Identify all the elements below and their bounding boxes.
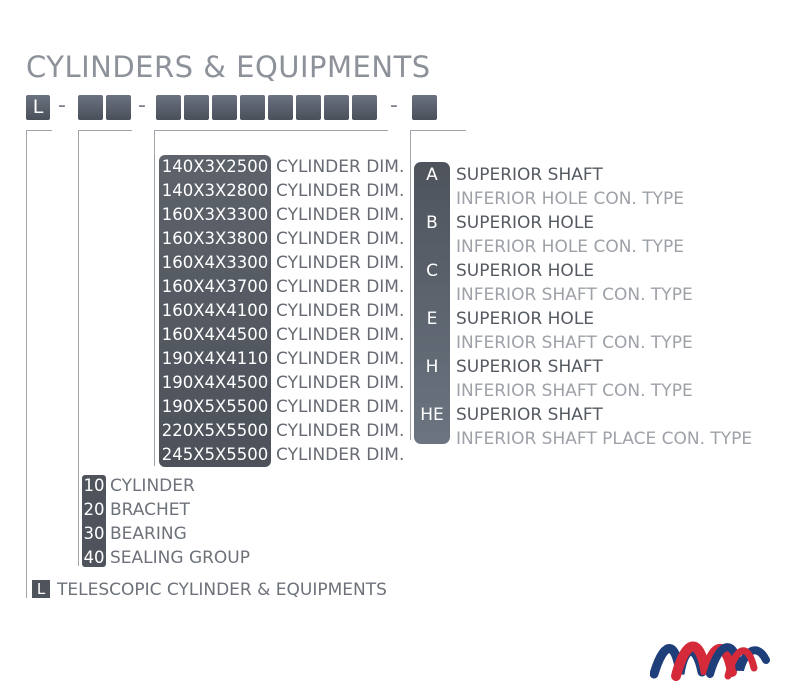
dimension-code: 160X4X3700: [161, 277, 269, 296]
dimension-code: 190X4X4110: [161, 349, 269, 368]
type-superior-label: SUPERIOR HOLE: [456, 309, 595, 329]
dimension-label: CYLINDER DIM.: [276, 421, 405, 441]
group-code: 20: [83, 500, 105, 519]
dimension-label: CYLINDER DIM.: [276, 349, 405, 369]
dimension-code: 140X3X2500: [161, 157, 269, 176]
type-inferior-label: INFERIOR HOLE CON. TYPE: [456, 237, 684, 257]
type-letter: E: [426, 309, 438, 329]
dimension-code: 245X5X5500: [161, 445, 269, 464]
dimension-label: CYLINDER DIM.: [276, 373, 405, 393]
dimension-code: 160X3X3300: [161, 205, 269, 224]
type-inferior-label: INFERIOR SHAFT PLACE CON. TYPE: [456, 429, 753, 449]
group-code: 40: [83, 548, 105, 567]
group-label: BRACHET: [110, 500, 190, 520]
type-superior-label: SUPERIOR HOLE: [456, 213, 595, 233]
dimension-code: 220X5X5500: [161, 421, 269, 440]
code-pattern: L - - -: [26, 95, 446, 120]
type-inferior-label: INFERIOR SHAFT CON. TYPE: [456, 285, 693, 305]
dimension-label: CYLINDER DIM.: [276, 397, 405, 417]
code-separator: -: [390, 93, 398, 118]
groups-panel: [82, 475, 106, 567]
type-inferior-label: INFERIOR SHAFT CON. TYPE: [456, 333, 693, 353]
dimension-label: CYLINDER DIM.: [276, 157, 405, 177]
code-box-dim-5: [268, 95, 293, 120]
code-box-type: [412, 95, 437, 120]
code-box-dim-1: [156, 95, 181, 120]
dimensions-panel: [159, 155, 271, 467]
type-superior-label: SUPERIOR SHAFT: [456, 165, 603, 185]
dimension-code: 160X4X3300: [161, 253, 269, 272]
type-inferior-label: INFERIOR HOLE CON. TYPE: [456, 189, 684, 209]
connector-line: [78, 130, 132, 131]
group-code: 30: [83, 524, 105, 543]
connector-line: [154, 130, 388, 131]
dimension-code: 160X4X4500: [161, 325, 269, 344]
dimension-code: 190X4X4500: [161, 373, 269, 392]
types-panel: [414, 162, 450, 444]
group-label: BEARING: [110, 524, 187, 544]
code-box-dim-2: [184, 95, 209, 120]
code-box-group-2: [106, 95, 131, 120]
dimension-code: 160X4X4100: [161, 301, 269, 320]
code-box-dim-3: [212, 95, 237, 120]
type-superior-label: SUPERIOR SHAFT: [456, 405, 603, 425]
series-label: TELESCOPIC CYLINDER & EQUIPMENTS: [57, 580, 387, 600]
connector-line: [154, 130, 155, 466]
code-separator: -: [138, 93, 146, 118]
dimension-code: 140X3X2800: [161, 181, 269, 200]
dimension-code: 160X3X3800: [161, 229, 269, 248]
dimension-label: CYLINDER DIM.: [276, 181, 405, 201]
type-inferior-label: INFERIOR SHAFT CON. TYPE: [456, 381, 693, 401]
code-box-group-1: [78, 95, 103, 120]
code-box-dim-7: [324, 95, 349, 120]
dimension-label: CYLINDER DIM.: [276, 325, 405, 345]
wave-logo-icon: [650, 641, 770, 681]
code-box-dim-8: [352, 95, 377, 120]
group-code: 10: [83, 476, 105, 495]
connector-line: [410, 130, 466, 131]
dimension-label: CYLINDER DIM.: [276, 301, 405, 321]
dimension-code: 190X5X5500: [161, 397, 269, 416]
type-letter: A: [426, 165, 438, 185]
code-box-dim-6: [296, 95, 321, 120]
page-title: CYLINDERS & EQUIPMENTS: [26, 50, 431, 84]
dimension-label: CYLINDER DIM.: [276, 205, 405, 225]
connector-line: [26, 130, 27, 598]
type-letter: B: [426, 213, 438, 233]
connector-line: [410, 130, 411, 440]
type-superior-label: SUPERIOR HOLE: [456, 261, 595, 281]
dimension-label: CYLINDER DIM.: [276, 253, 405, 273]
code-separator: -: [58, 93, 66, 118]
dimension-label: CYLINDER DIM.: [276, 445, 405, 465]
type-letter: HE: [420, 405, 444, 425]
type-superior-label: SUPERIOR SHAFT: [456, 357, 603, 377]
series-letter-box: L: [32, 580, 50, 598]
type-letter: H: [425, 357, 439, 377]
group-label: CYLINDER: [110, 476, 195, 496]
dimension-label: CYLINDER DIM.: [276, 277, 405, 297]
code-box-dim-4: [240, 95, 265, 120]
dimension-label: CYLINDER DIM.: [276, 229, 405, 249]
code-box-series: L: [26, 95, 50, 120]
type-letter: C: [426, 261, 438, 281]
connector-line: [78, 130, 79, 566]
group-label: SEALING GROUP: [110, 548, 251, 568]
connector-line: [26, 130, 52, 131]
